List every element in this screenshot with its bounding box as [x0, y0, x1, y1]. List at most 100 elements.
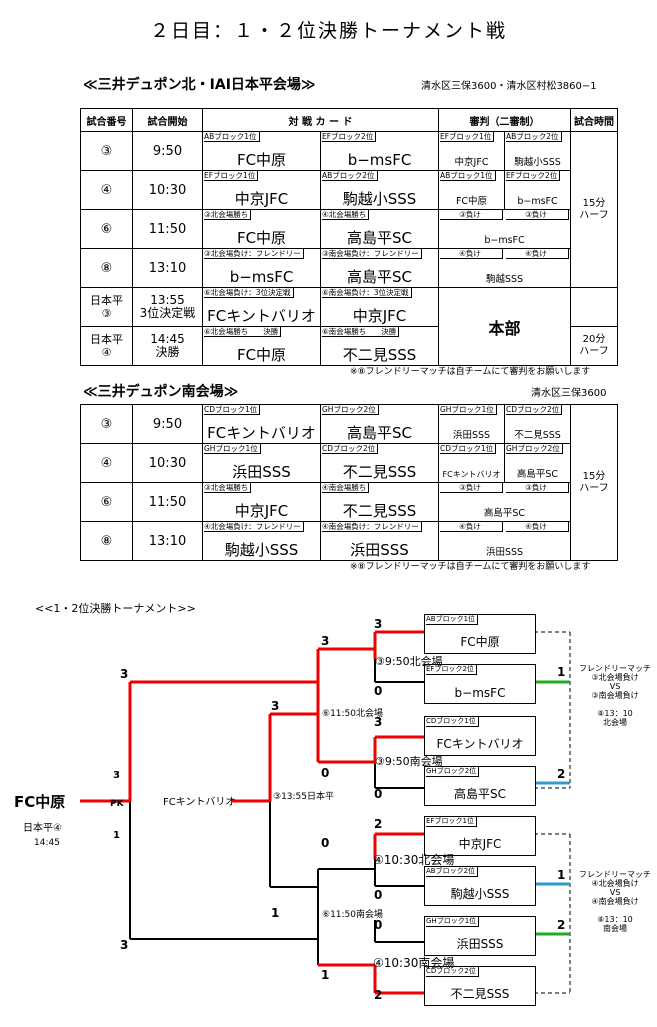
score: 0	[374, 888, 383, 902]
ref1-team: 浜田SSS	[452, 430, 491, 441]
away-team: 高島平SC	[347, 229, 412, 247]
ref2-label: ABブロック2位	[506, 132, 562, 142]
home-label: ABブロック1位	[204, 132, 260, 142]
match-no: ③	[80, 131, 133, 171]
home-label: EFブロック1位	[204, 171, 259, 181]
match-label: ④10:30北会場	[373, 853, 455, 867]
team-name: FCキントバリオ	[436, 737, 524, 751]
header-referee: 審判（二審制）	[438, 108, 571, 132]
table-row: ④ 10:30 GHブロック1位浜田SSS CDブロック2位不二見SSS CDブ…	[80, 443, 618, 483]
table-row: ⑧ 13:10 ④北会場負け：フレンドリー駒越小SSS ④南会場負け：フレンドリ…	[80, 521, 618, 561]
ref2-label: EFブロック2位	[506, 171, 561, 181]
duration-15min: 15分 ハーフ	[570, 404, 618, 561]
team-name: 中京JFC	[458, 837, 502, 851]
score: 0	[374, 684, 383, 698]
score: 2	[374, 988, 383, 1002]
block-label: GHブロック1位	[426, 917, 480, 927]
match-label: ⑥11:50北会場	[322, 709, 384, 719]
away-label: ABブロック2位	[322, 171, 378, 181]
away-label: CDブロック2位	[322, 444, 379, 454]
home-label: ③北会場負け：フレンドリー	[204, 249, 304, 259]
bracket-team-box: GHブロック1位浜田SSS	[424, 916, 536, 956]
home-label: ⑥北会場勝ち 決勝	[204, 327, 282, 337]
block-label: CDブロック1位	[426, 717, 479, 727]
score: 0	[374, 787, 383, 801]
match-no: 日本平 ③	[80, 287, 133, 327]
ref-team: b−msFC	[484, 235, 525, 246]
away-team: 中京JFC	[352, 307, 407, 325]
home-team: FC中原	[236, 229, 287, 247]
away-team: b−msFC	[347, 151, 412, 169]
bracket-team-box: CDブロック2位不二見SSS	[424, 966, 536, 1006]
venue1-note: ※⑧フレンドリーマッチは自チームにて審判をお願いします	[350, 367, 591, 377]
away-label: ④北会場勝ち	[322, 210, 370, 220]
away-team: 駒越小SSS	[342, 190, 417, 208]
home-label: CDブロック1位	[204, 405, 261, 415]
ref-team: 浜田SSS	[485, 547, 524, 558]
ref1-label: CDブロック1位	[440, 444, 497, 454]
away-team: 不二見SSS	[342, 346, 417, 364]
block-label: CDブロック2位	[426, 967, 479, 977]
score: 3	[374, 715, 383, 729]
away-team: 高島平SC	[347, 424, 412, 442]
ref2-team: 高島平SC	[516, 469, 559, 480]
match-label: ③9:50北会場	[375, 655, 443, 668]
score: 3	[271, 699, 280, 713]
match-label: ⑥11:50南会場	[322, 910, 384, 920]
away-label: ④南会場負け：フレンドリー	[322, 522, 422, 532]
away-label: ④南会場勝ち	[322, 483, 370, 493]
ref2-team: 駒越小SSS	[514, 157, 561, 168]
page-title: ２日目：１・２位決勝トーナメント戦	[149, 20, 507, 42]
home-label: GHブロック1位	[204, 444, 261, 454]
venue2-title: ≪三井デュポン南会場≫	[83, 384, 239, 400]
venue2-note: ※⑧フレンドリーマッチは自チームにて審判をお願いします	[350, 562, 591, 572]
home-team: 浜田SSS	[232, 463, 291, 481]
ref1-label: ③負け	[440, 210, 503, 220]
ref1-label: ABブロック1位	[440, 171, 496, 181]
team-name: 浜田SSS	[456, 937, 504, 951]
home-label: ③北会場勝ち	[204, 483, 252, 493]
ref1-label: ④負け	[440, 522, 503, 532]
champion-time: 14:45	[34, 838, 60, 848]
champion-venue: 日本平④	[23, 823, 62, 834]
champion: FC中原	[14, 793, 66, 811]
home-label: ④北会場負け：フレンドリー	[204, 522, 304, 532]
start-time: 13:55 3位決定戦	[132, 287, 203, 327]
score: 1	[557, 665, 566, 679]
away-team: 不二見SSS	[342, 463, 417, 481]
table-row: ④ 10:30 EFブロック1位中京JFC ABブロック2位駒越小SSS ABブ…	[80, 170, 618, 210]
final-score-top: 3	[120, 667, 129, 681]
away-team: 不二見SSS	[342, 502, 417, 520]
score: 2	[557, 767, 566, 781]
score: 1	[321, 968, 330, 982]
home-team: FC中原	[236, 346, 287, 364]
block-label: ABブロック1位	[426, 615, 479, 625]
ref1-label: ④負け	[440, 249, 503, 259]
start-time: 9:50	[132, 404, 203, 444]
home-team: 中京JFC	[234, 190, 289, 208]
match-label: ③13:55日本平	[273, 792, 335, 802]
home-label: ③北会場勝ち	[204, 210, 252, 220]
home-team: b−msFC	[229, 268, 294, 286]
ref2-label: ④負け	[506, 522, 569, 532]
block-label: ABブロック2位	[426, 867, 479, 877]
away-label: ⑥南会場負け：3位決定戦	[322, 288, 412, 298]
home-team: 中京JFC	[234, 502, 289, 520]
final-score-bottom: 3	[120, 938, 129, 952]
ref1-label: GHブロック1位	[440, 405, 497, 415]
ref1-label: ③負け	[440, 483, 503, 493]
team-name: 不二見SSS	[450, 987, 510, 1001]
score: 3	[374, 617, 383, 631]
home-label: ⑥北会場負け：3位決定戦	[204, 288, 294, 298]
score: 3	[321, 634, 330, 648]
team-name: b−msFC	[454, 686, 506, 700]
away-label: EFブロック2位	[322, 132, 377, 142]
duration-20min: 20分 ハーフ	[570, 326, 618, 366]
